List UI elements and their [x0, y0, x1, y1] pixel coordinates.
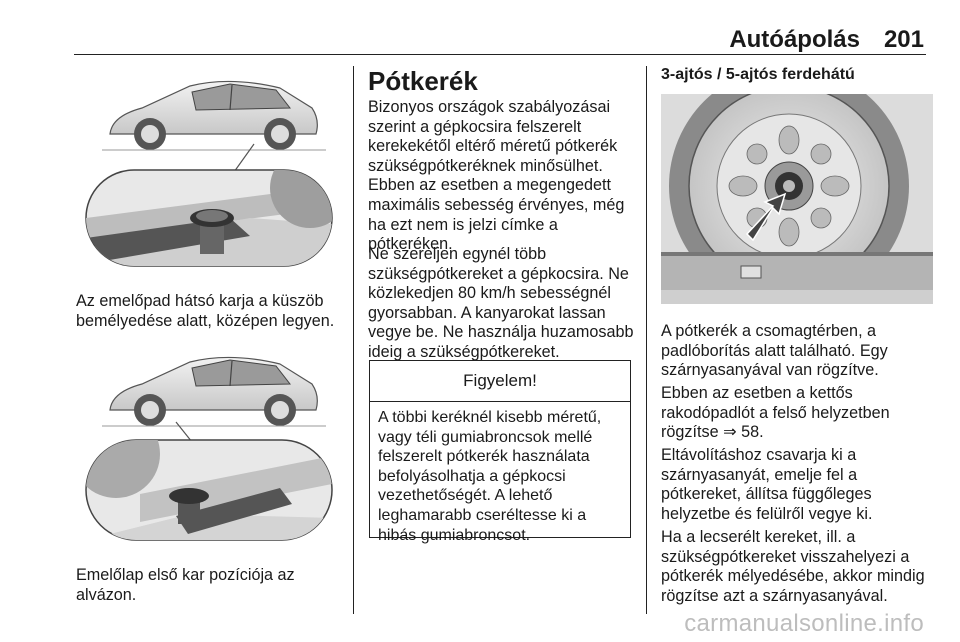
page-number: 201	[883, 26, 924, 53]
figure-caption-front-lift: Emelőlap első kar pozíciója az alvázon.	[76, 566, 295, 604]
section-heading: Pótkerék	[368, 66, 478, 96]
paragraph-spare-wheel-location: A pótkerék a csomagtérben, a padlóborítá…	[661, 322, 888, 380]
caution-title: Figyelem!	[370, 361, 630, 402]
paragraph-reinstall: Ha a lecserélt kereket, ill. a szükségpó…	[661, 528, 925, 605]
paragraph-spare-wheel-regulations: Bizonyos országok szabályozásai szerint …	[368, 98, 625, 254]
column-divider-right	[646, 66, 647, 614]
front-lift-point-illustration	[80, 344, 338, 544]
column-divider-left	[353, 66, 354, 614]
subsection-heading: 3-ajtós / 5-ajtós ferdehátú	[661, 66, 855, 83]
paragraph-double-floor: Ebben az esetben a kettős rakodópadlót a…	[661, 384, 890, 442]
header-rule	[74, 54, 926, 55]
rear-lift-point-illustration	[80, 68, 338, 268]
paragraph-spare-wheel-usage: Ne szereljen egynél több szükségpótkerek…	[368, 245, 634, 361]
figure-caption-rear-lift: Az emelőpad hátsó karja a küszöb bemélye…	[76, 292, 335, 330]
caution-box: Figyelem! A többi keréknél kisebb méretű…	[369, 360, 631, 544]
watermark: carmanualsonline.info	[684, 610, 924, 637]
paragraph-removal: Eltávolításhoz csavarja ki a szárnyasany…	[661, 446, 873, 523]
caution-text: A többi keréknél kisebb méretű, vagy tél…	[378, 409, 602, 544]
spare-wheel-trunk-illustration	[661, 94, 933, 304]
chapter-title: Autóápolás	[729, 26, 860, 53]
